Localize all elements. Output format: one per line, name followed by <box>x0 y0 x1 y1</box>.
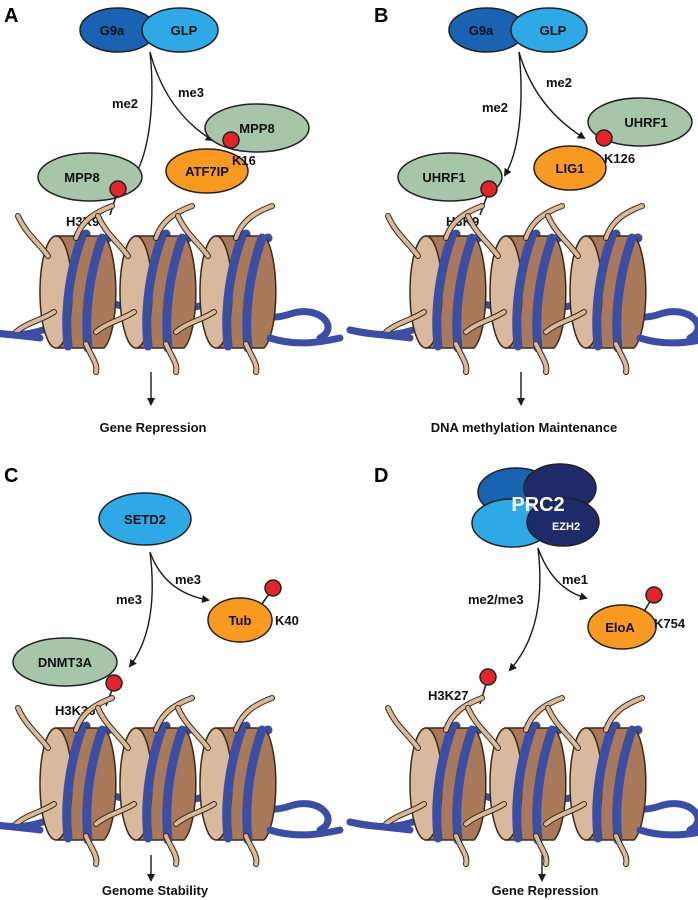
chromatin-fiber <box>350 698 698 864</box>
arrow-left <box>128 551 153 668</box>
histone-site-label: H3K27 <box>428 688 468 703</box>
glp-label: GLP <box>171 23 198 38</box>
glp-node <box>141 7 219 53</box>
nonhistone-label: Tub <box>229 613 252 628</box>
methyl-mark-nonhistone <box>645 586 663 604</box>
reader-left-node <box>397 152 503 202</box>
panel-letter: C <box>4 465 18 487</box>
glp-label: GLP <box>540 23 567 38</box>
chromatin-fiber <box>0 206 340 372</box>
arrow-right-label: me3 <box>178 85 204 100</box>
arrow-left-label: me2/me3 <box>468 592 524 607</box>
arrow-right <box>518 51 586 140</box>
methyl-mark-nonhistone <box>222 131 240 149</box>
nonhistone-node <box>587 604 657 650</box>
arrow-left <box>508 547 541 672</box>
nonhistone-site-label: K754 <box>654 616 686 631</box>
nonhistone-node <box>533 145 607 191</box>
nonhistone-site-label: K40 <box>275 613 299 628</box>
arrow-right-label: me2 <box>546 75 572 90</box>
arrow-left-label: me2 <box>482 100 508 115</box>
reader-right-label: UHRF1 <box>624 115 667 130</box>
reader-right-node <box>587 97 693 147</box>
outcome-label: Gene Repression <box>492 883 599 898</box>
panel-letter: B <box>374 5 388 27</box>
nonhistone-label: LIG1 <box>556 161 585 176</box>
nonhistone-site-label: K126 <box>604 151 635 166</box>
panel-c: C SETD2 me3 me3 Tub K40 DNMT3A H3K36 Gen… <box>0 465 340 898</box>
panel-b: B G9a GLP me2 me2 UHRF1 LIG1 K126 UHRF1 … <box>350 5 698 435</box>
arrow-right <box>537 547 588 601</box>
outcome-label: DNA methylation Maintenance <box>431 420 618 435</box>
panel-letter: A <box>4 5 18 27</box>
panel-a: A G9a GLP me2 me3 MPP8 ATF7IP K16 MPP8 H… <box>0 5 340 435</box>
arrow-left-label: me3 <box>116 592 142 607</box>
prc2-complex: PRC2 EZH2 <box>471 463 600 548</box>
arrow-left <box>503 51 522 177</box>
methyl-mark-nonhistone <box>264 579 282 597</box>
nonhistone-node <box>165 148 249 194</box>
glp-node <box>510 7 588 53</box>
chromatin-fiber <box>0 698 340 864</box>
methyl-mark-histone <box>109 180 127 198</box>
prc2-label: PRC2 <box>511 494 564 516</box>
panel-letter: D <box>374 465 388 487</box>
methyl-mark-histone <box>480 180 498 198</box>
arrow-left <box>133 51 153 177</box>
arrow-right <box>149 551 210 603</box>
arrow-left-label: me2 <box>112 96 138 111</box>
ezh2-label: EZH2 <box>552 521 580 533</box>
nonhistone-node <box>207 597 273 643</box>
g9a-label: G9a <box>469 23 494 38</box>
nonhistone-label: EloA <box>605 620 635 635</box>
outcome-label: Genome Stability <box>102 883 209 898</box>
panel-d: D PRC2 EZH2 me2/me3 me1 EloA K754 H3K27 … <box>350 463 698 898</box>
methyl-mark-histone <box>105 674 123 692</box>
methyl-mark-nonhistone <box>595 129 613 147</box>
arrow-right-label: me1 <box>562 572 588 587</box>
arrow-right-label: me3 <box>175 572 201 587</box>
reader-left-label: DNMT3A <box>38 655 93 670</box>
nonhistone-site-label: K16 <box>232 153 256 168</box>
setd2-node <box>98 492 192 546</box>
reader-left-label: MPP8 <box>64 170 99 185</box>
g9a-label: G9a <box>100 23 125 38</box>
reader-left-node <box>12 637 118 687</box>
reader-left-label: UHRF1 <box>422 170 465 185</box>
methyl-mark-histone <box>479 668 497 686</box>
arrow-right <box>149 51 214 142</box>
reader-right-label: MPP8 <box>239 121 274 136</box>
setd2-label: SETD2 <box>124 512 166 527</box>
outcome-label: Gene Repression <box>100 420 207 435</box>
chromatin-fiber <box>350 206 698 372</box>
nonhistone-label: ATF7IP <box>185 164 229 179</box>
